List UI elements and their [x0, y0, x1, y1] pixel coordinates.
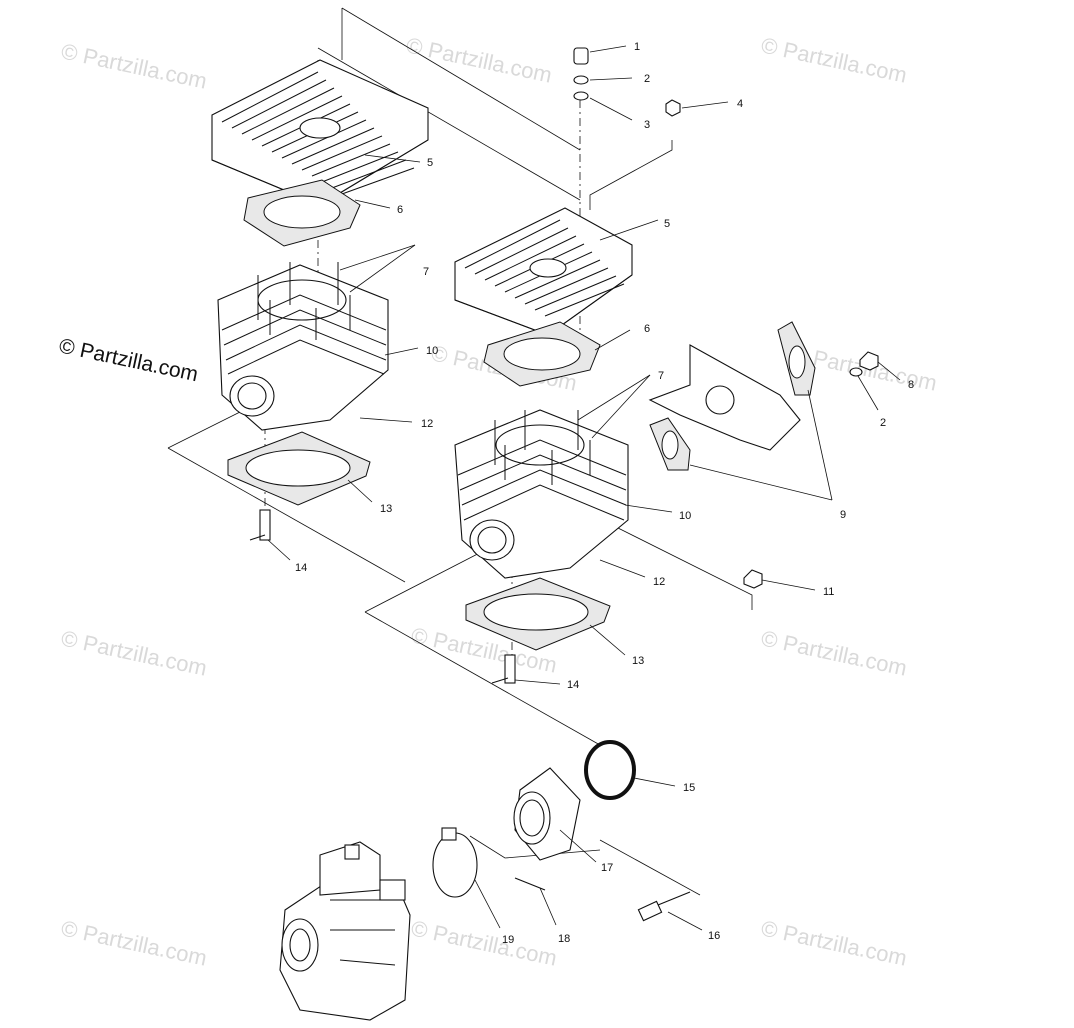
head-gasket-right [483, 321, 601, 387]
fitting-right [491, 654, 516, 684]
callout-8: 8 [908, 379, 914, 391]
callout-9: 9 [840, 509, 846, 521]
callout-5: 5 [664, 218, 670, 230]
exhaust-bracket [648, 321, 879, 589]
callout-10: 10 [426, 345, 438, 357]
callout-13: 13 [632, 655, 644, 667]
fitting-left [249, 509, 271, 541]
callout-19: 19 [502, 934, 514, 946]
callout-2: 2 [644, 73, 650, 85]
callout-7: 7 [423, 266, 429, 278]
hardware-top [573, 47, 681, 117]
cylinder-head-right [454, 207, 633, 336]
base-gasket-right [465, 577, 611, 651]
callout-16: 16 [708, 930, 720, 942]
watermark: © Partzilla.com [404, 32, 554, 87]
callout-4: 4 [737, 98, 743, 110]
base-gasket-left [227, 431, 371, 506]
callout-6: 6 [644, 323, 650, 335]
cylinder-head-left [211, 59, 429, 206]
callout-17: 17 [601, 862, 613, 874]
callout-2: 2 [880, 417, 886, 429]
callout-15: 15 [683, 782, 695, 794]
callout-6: 6 [397, 204, 403, 216]
cylinder-left [217, 262, 389, 431]
screws [514, 877, 691, 922]
callout-12: 12 [653, 576, 665, 588]
clamp [432, 827, 478, 898]
callout-18: 18 [558, 933, 570, 945]
watermark: © Partzilla.com [759, 915, 909, 970]
ring-15 [584, 740, 636, 800]
brand-label: © Partzilla.com [57, 334, 200, 386]
callout-labels: 1 2 3 4 5 6 7 10 12 13 14 5 6 7 8 2 9 10… [295, 41, 914, 946]
callout-1: 1 [634, 41, 640, 53]
callout-13: 13 [380, 503, 392, 515]
watermark: © Partzilla.com [59, 915, 209, 970]
callout-11: 11 [823, 586, 834, 598]
watermark: © Partzilla.com [59, 38, 209, 93]
callout-5: 5 [427, 157, 433, 169]
callout-7: 7 [658, 370, 664, 382]
watermark: © Partzilla.com [759, 625, 909, 680]
watermark: © Partzilla.com [409, 915, 559, 970]
callout-14: 14 [567, 679, 579, 691]
callout-10: 10 [679, 510, 691, 522]
callout-12: 12 [421, 418, 433, 430]
callout-3: 3 [644, 119, 650, 131]
head-gasket-left [243, 179, 361, 247]
watermark: © Partzilla.com [59, 625, 209, 680]
intake-boot [513, 767, 581, 861]
carburetor [279, 841, 411, 1021]
leader-lines [267, 45, 901, 931]
cylinder-right [454, 409, 629, 579]
callout-14: 14 [295, 562, 307, 574]
watermark: © Partzilla.com [759, 32, 909, 87]
